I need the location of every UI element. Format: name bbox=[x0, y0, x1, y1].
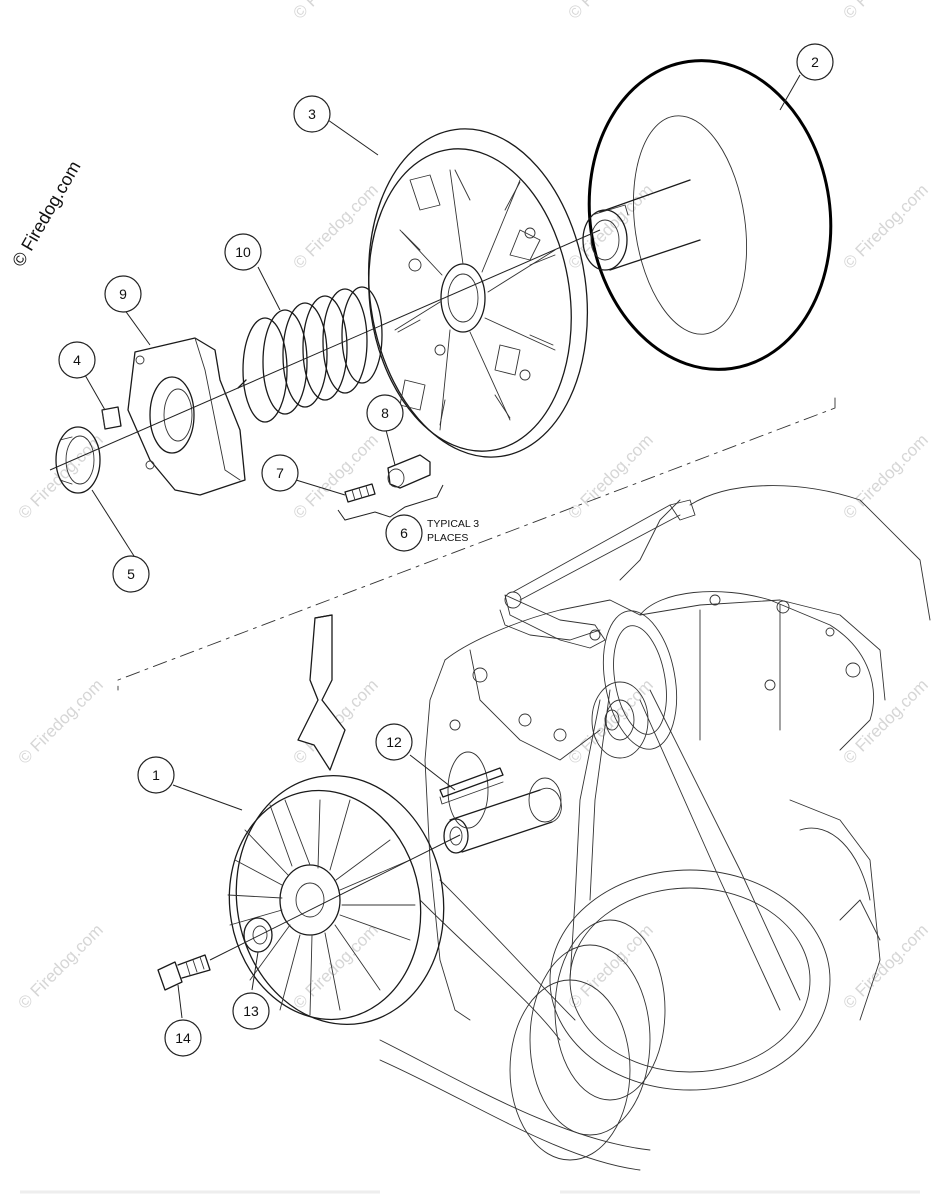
callout-14: 14 bbox=[164, 1019, 202, 1057]
callout-label: 3 bbox=[308, 106, 316, 122]
watermark-text: © Firedog.com bbox=[564, 675, 656, 767]
bolt-part-14 bbox=[157, 954, 211, 991]
sheave-part-2 bbox=[582, 59, 833, 371]
engine-assembly bbox=[379, 485, 931, 1171]
watermark-text: © Firedog.com bbox=[289, 0, 381, 23]
callout-6: 6 bbox=[385, 514, 423, 552]
watermark-text: © Firedog.com bbox=[14, 430, 106, 522]
callout-label: 7 bbox=[276, 465, 284, 481]
ring-part-5 bbox=[55, 426, 101, 494]
copyright-text: © Firedog.com bbox=[8, 158, 84, 270]
watermark-text: © Firedog.com bbox=[564, 430, 656, 522]
watermark-text: © Firedog.com bbox=[289, 180, 381, 272]
watermarks: © Firedog.com © Firedog.com © Firedog.co… bbox=[14, 0, 931, 1013]
washer-part-13 bbox=[243, 917, 273, 953]
callout-13: 13 bbox=[232, 992, 270, 1030]
callout-3: 3 bbox=[293, 95, 331, 133]
callout-label: 2 bbox=[811, 54, 819, 70]
watermark-text: © Firedog.com bbox=[839, 920, 931, 1012]
callout-9: 9 bbox=[104, 275, 142, 313]
watermark-text: © Firedog.com bbox=[14, 675, 106, 767]
cam-part-9 bbox=[127, 337, 246, 496]
callout-label: 13 bbox=[243, 1003, 259, 1019]
callout-label: 9 bbox=[119, 286, 127, 302]
callout-5: 5 bbox=[112, 555, 150, 593]
lower-axis bbox=[209, 834, 461, 961]
callout-10: 10 bbox=[224, 233, 262, 271]
callout-2: 2 bbox=[796, 43, 834, 81]
callout-7: 7 bbox=[261, 454, 299, 492]
assembly-arrow bbox=[297, 614, 346, 771]
assembly-axis bbox=[49, 229, 601, 471]
watermark-text: © Firedog.com bbox=[839, 0, 931, 23]
section-divider bbox=[117, 397, 836, 691]
watermark-text: © Firedog.com bbox=[14, 920, 106, 1012]
callout-label: 1 bbox=[152, 767, 160, 783]
note-line-2: PLACES bbox=[427, 532, 468, 544]
watermark-text: © Firedog.com bbox=[839, 430, 931, 522]
watermark-text: © Firedog.com bbox=[289, 430, 381, 522]
group-brace bbox=[337, 484, 444, 521]
leaders bbox=[84, 74, 801, 1019]
callout-label: 4 bbox=[73, 352, 81, 368]
callout-12: 12 bbox=[375, 723, 413, 761]
spring-part-10 bbox=[237, 286, 383, 423]
callout-label: 12 bbox=[386, 734, 402, 750]
key-part-4 bbox=[101, 406, 122, 430]
callout-label: 5 bbox=[127, 566, 135, 582]
button-part-8 bbox=[387, 454, 431, 489]
callout-8: 8 bbox=[366, 394, 404, 432]
callout-label: 6 bbox=[400, 525, 408, 541]
callout-label: 8 bbox=[381, 405, 389, 421]
note-line-1: TYPICAL 3 bbox=[427, 518, 479, 530]
watermark-text: © Firedog.com bbox=[839, 675, 931, 767]
callout-1: 1 bbox=[137, 756, 175, 794]
callout-label: 10 bbox=[235, 244, 251, 260]
callout-label: 14 bbox=[175, 1030, 191, 1046]
watermark-text: © Firedog.com bbox=[564, 0, 656, 23]
callout-4: 4 bbox=[58, 341, 96, 379]
watermark-text: © Firedog.com bbox=[839, 180, 931, 272]
watermark-text: © Firedog.com bbox=[564, 920, 656, 1012]
screw-part-7 bbox=[344, 483, 376, 503]
